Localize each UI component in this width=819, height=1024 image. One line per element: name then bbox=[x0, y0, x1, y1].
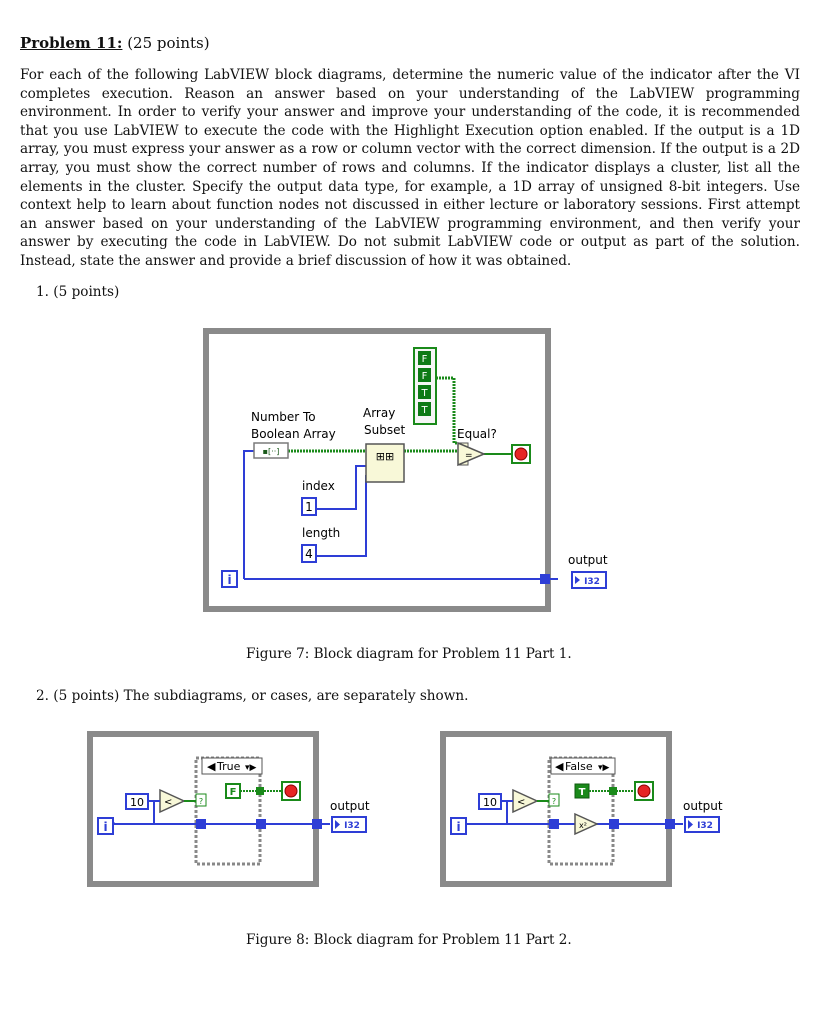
case-selector-label-false: False bbox=[565, 760, 593, 773]
array-subset-node bbox=[365, 443, 405, 483]
array-subset-label-2: Subset bbox=[364, 423, 405, 437]
case-selector-left-arrow-false: ◀ bbox=[555, 760, 564, 773]
case-structure-true bbox=[194, 756, 262, 866]
iteration-label-false: i bbox=[456, 820, 460, 834]
constant-10-value-true: 10 bbox=[130, 796, 144, 809]
bool-item-0: F bbox=[422, 354, 428, 365]
wire-i-to-ntb bbox=[243, 450, 254, 579]
figure-7-diagram: F F T T Number To Boolean Array Array Su… bbox=[203, 328, 558, 612]
wire-i-compare-true bbox=[153, 800, 160, 824]
output-type-true: I32 bbox=[344, 821, 360, 831]
increment-icon-false: x² bbox=[579, 821, 587, 830]
figure-8-true-case: ◀ True ▾▶ 10 < ? F i output I32 bbox=[87, 731, 370, 887]
length-constant bbox=[301, 544, 317, 563]
while-loop-frame-true bbox=[87, 731, 319, 887]
index-label: index bbox=[302, 479, 335, 493]
bool-constant-value-false: T bbox=[579, 787, 586, 798]
number-to-boolean-label-1: Number To bbox=[251, 410, 316, 424]
length-value: 4 bbox=[305, 547, 313, 561]
stop-icon-true bbox=[284, 784, 298, 798]
case-selector-dropdown: ▾▶ bbox=[245, 763, 257, 773]
part2-label: 2. (5 points) The subdiagrams, or cases,… bbox=[36, 688, 469, 704]
problem-points: (25 points) bbox=[127, 34, 210, 52]
case-selector-terminal-false bbox=[548, 793, 560, 807]
iteration-label-true: i bbox=[103, 820, 107, 834]
wire-i-compare-false bbox=[506, 800, 513, 824]
loop-tunnel-true bbox=[312, 819, 322, 829]
stop-icon bbox=[514, 447, 528, 461]
bool-item-3: T bbox=[420, 405, 428, 416]
case-selector-label-true: True bbox=[216, 760, 241, 773]
index-constant bbox=[301, 497, 317, 516]
array-subset-icon: ⊞⊞ bbox=[376, 450, 394, 463]
output-indicator-false bbox=[684, 816, 720, 833]
equal-icon: = bbox=[465, 451, 473, 461]
case-tunnel-in-false bbox=[549, 819, 559, 829]
length-label: length bbox=[302, 526, 340, 540]
case-selector-true bbox=[201, 757, 263, 775]
output-type-false: I32 bbox=[697, 821, 713, 831]
case-selector-false bbox=[550, 757, 616, 775]
bool-tunnel-true bbox=[256, 787, 264, 795]
output-tunnel bbox=[540, 574, 550, 584]
problem-label: Problem 11: bbox=[20, 34, 123, 52]
bool-item-2: T bbox=[420, 388, 428, 399]
increment-node-false bbox=[574, 812, 599, 836]
while-loop-frame-false bbox=[440, 731, 672, 887]
output-label-true: output bbox=[330, 799, 370, 813]
bool-array-items: F F T T bbox=[418, 351, 431, 416]
output-indicator-true bbox=[331, 816, 367, 833]
part1-label: 1. (5 points) bbox=[36, 284, 120, 300]
number-to-boolean-label-2: Boolean Array bbox=[251, 427, 336, 441]
output-label-p1: output bbox=[568, 553, 608, 567]
case-tunnel-in-true bbox=[196, 819, 206, 829]
problem-intro: For each of the following LabVIEW block … bbox=[20, 67, 800, 269]
constant-10-value-false: 10 bbox=[483, 796, 497, 809]
output-arrow-false bbox=[688, 820, 693, 829]
less-than-icon-false: < bbox=[517, 797, 525, 808]
bool-tunnel-false bbox=[609, 787, 617, 795]
number-to-boolean-node bbox=[253, 442, 289, 459]
figure-8-false-case: ◀ False ▾▶ 10 < ? T x² i output I32 bbox=[440, 731, 723, 887]
loop-tunnel-false bbox=[665, 819, 675, 829]
while-loop-frame bbox=[203, 328, 551, 612]
wire-index bbox=[317, 465, 366, 510]
wire-bool-constant bbox=[436, 376, 458, 445]
number-to-boolean-icon: ▪[··] bbox=[263, 447, 280, 456]
output-indicator-p1 bbox=[571, 571, 607, 589]
output-type-p1: I32 bbox=[584, 577, 600, 587]
iteration-terminal bbox=[221, 570, 238, 588]
stop-icon-false bbox=[637, 784, 651, 798]
case-selector-terminal-true bbox=[195, 793, 207, 807]
case-selector-left-arrow: ◀ bbox=[207, 760, 216, 773]
iteration-terminal-false bbox=[450, 817, 467, 835]
case-selector-terminal-icon-false: ? bbox=[552, 797, 556, 806]
iteration-label: i bbox=[227, 573, 231, 587]
index-value: 1 bbox=[305, 500, 313, 514]
output-arrow-p1 bbox=[575, 576, 580, 584]
case-selector-terminal-icon-true: ? bbox=[199, 797, 203, 806]
less-than-icon-true: < bbox=[164, 797, 172, 808]
problem-title: Problem 11: (25 points) bbox=[20, 34, 210, 52]
array-subset-label-1: Array bbox=[363, 406, 395, 420]
iteration-terminal-true bbox=[97, 817, 114, 835]
case-selector-dropdown-false: ▾▶ bbox=[598, 763, 610, 773]
figure-8-caption: Figure 8: Block diagram for Problem 11 P… bbox=[246, 932, 572, 948]
figure-7-caption: Figure 7: Block diagram for Problem 11 P… bbox=[246, 646, 572, 662]
bool-item-1: F bbox=[422, 371, 428, 382]
equal-label: Equal? bbox=[457, 427, 497, 441]
output-arrow-true bbox=[335, 820, 340, 829]
bool-constant-value-true: F bbox=[230, 787, 237, 798]
case-tunnel-out-true bbox=[256, 819, 266, 829]
figure-7-output: output I32 bbox=[568, 553, 608, 589]
output-label-false: output bbox=[683, 799, 723, 813]
equal-node bbox=[457, 441, 486, 467]
case-tunnel-out-false bbox=[609, 819, 619, 829]
